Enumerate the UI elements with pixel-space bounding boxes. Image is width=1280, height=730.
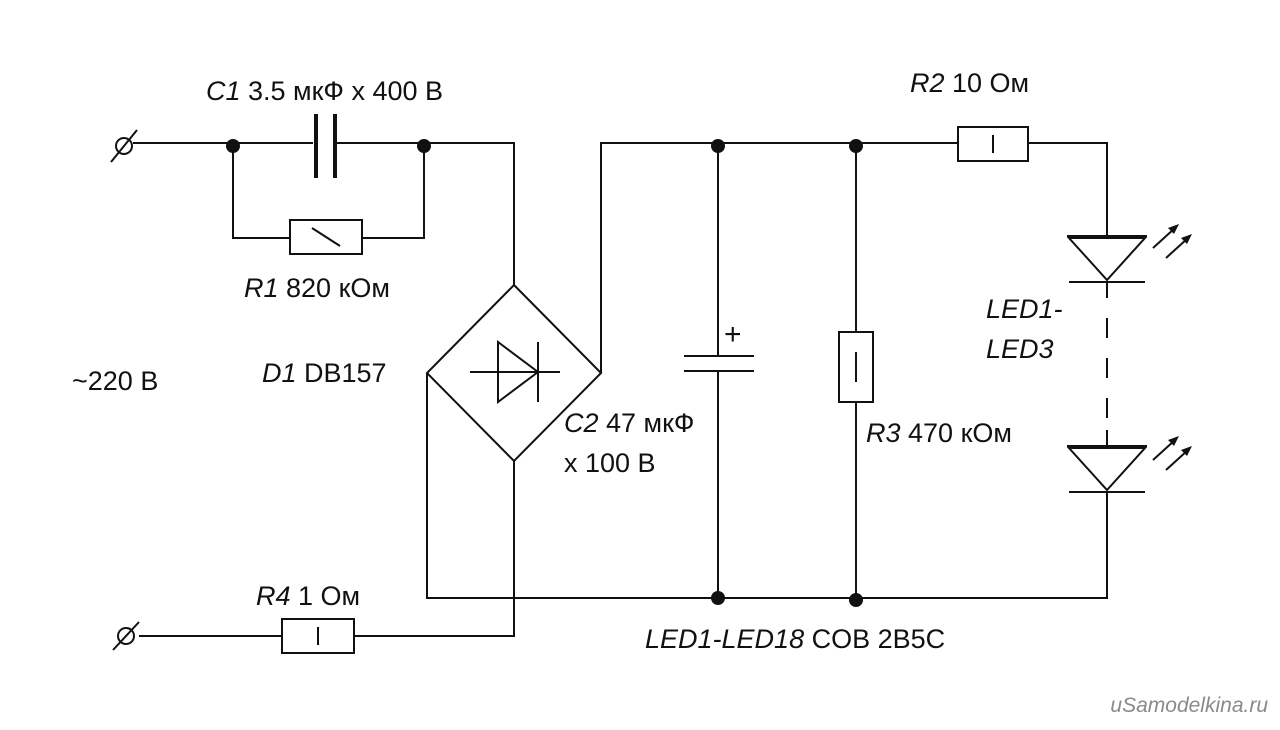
label-r4: R4 1 Ом — [256, 581, 360, 611]
led-upper — [1066, 224, 1192, 298]
resistor-r4 — [281, 618, 355, 654]
terminal-bottom — [112, 621, 140, 651]
wire-top-left — [133, 142, 515, 285]
label-r3: R3 470 кОм — [866, 418, 1012, 448]
label-led-all: LED1-LED18 COB 2B5C — [645, 624, 945, 654]
label-c2-voltage: х 100 В — [564, 448, 656, 478]
wire-bridge-outputs — [139, 142, 1108, 637]
label-mains-voltage: ~220 В — [72, 366, 158, 396]
resistor-r3 — [838, 143, 874, 598]
label-c2-polarity: + — [724, 318, 742, 351]
junction-dots — [226, 139, 863, 607]
capacitor-c2 — [684, 143, 754, 598]
resistor-r2 — [957, 126, 1108, 236]
label-c1: C1 3.5 мкФ х 400 В — [206, 76, 443, 106]
watermark: uSamodelkina.ru — [1110, 694, 1268, 717]
label-d1: D1 DB157 — [262, 358, 387, 388]
label-r1: R1 820 кОм — [244, 273, 390, 303]
label-led-chain-line1: LED1- — [986, 294, 1063, 324]
led-lower — [1066, 430, 1192, 493]
label-led-chain-line2: LED3 — [986, 334, 1054, 364]
label-c2: C2 47 мкФ — [564, 408, 694, 438]
label-r2: R2 10 Ом — [910, 68, 1029, 98]
terminal-top — [110, 129, 138, 163]
capacitor-c1 — [314, 114, 337, 178]
resistor-r1 — [289, 219, 363, 255]
